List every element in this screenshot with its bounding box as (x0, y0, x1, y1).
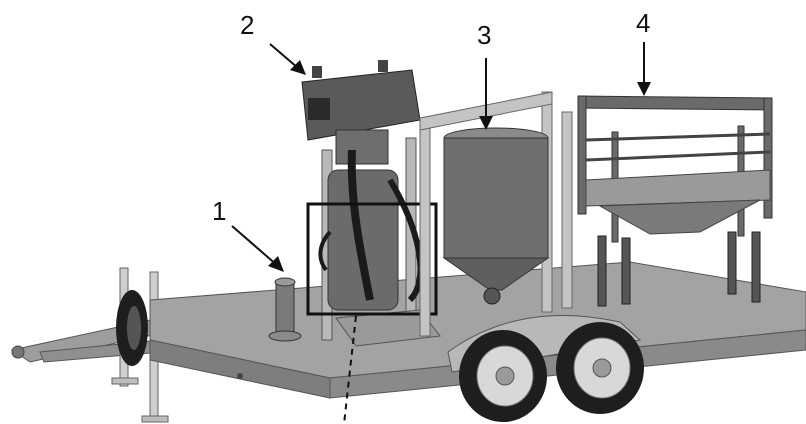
callout-3: 3 (477, 20, 492, 50)
highlight-box (306, 202, 438, 316)
wheel-front (459, 330, 547, 422)
callout-4: 4 (636, 8, 651, 38)
item-3-hopper (419, 91, 573, 337)
callout-2: 2 (240, 10, 255, 40)
arrow-2 (269, 43, 306, 75)
callout-1: 1 (212, 196, 227, 226)
item-1-fitting (268, 277, 302, 342)
item-4-basket (577, 95, 773, 307)
wheel-rear (556, 322, 644, 414)
spare-tire (116, 290, 148, 366)
dashed-leader (343, 315, 357, 424)
arrow-1 (231, 225, 284, 272)
arrow-3 (479, 58, 493, 130)
arrow-4 (637, 42, 651, 96)
